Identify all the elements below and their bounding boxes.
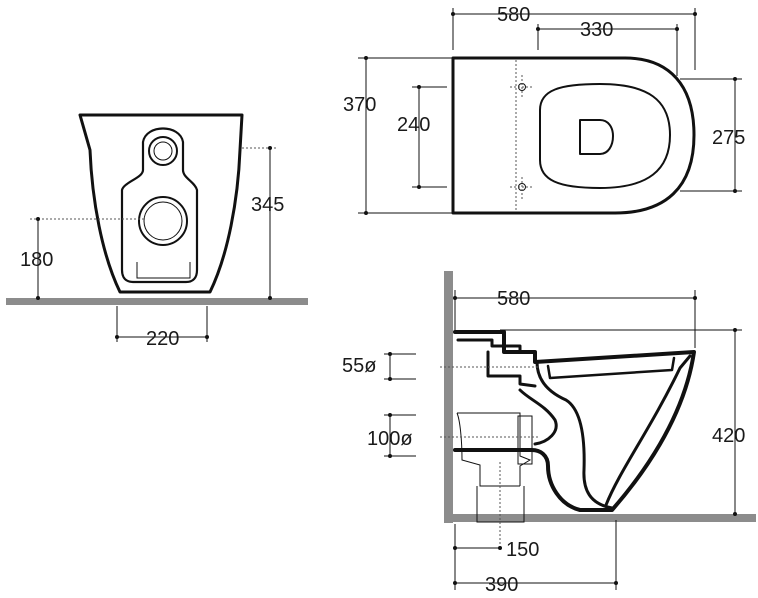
- top-fixing-holes: [510, 75, 534, 199]
- side-floor: [444, 514, 756, 522]
- top-fixing-spacing-label: 240: [397, 114, 430, 136]
- side-bowl-outline: [453, 330, 696, 512]
- side-view: 580 55ø 100ø 420 150 390: [342, 271, 756, 596]
- top-length-label: 580: [497, 4, 530, 26]
- front-floor: [6, 298, 308, 305]
- front-base-width-label: 220: [146, 328, 179, 350]
- side-length-label: 580: [497, 288, 530, 310]
- side-inlet-label: 55ø: [342, 355, 376, 377]
- side-wall: [444, 271, 453, 523]
- side-bowl-inner: [535, 354, 692, 510]
- top-outlet-shape: [579, 119, 614, 155]
- side-outlet-pipe: [456, 412, 532, 523]
- front-view: 345 180 220: [6, 113, 308, 350]
- side-outlet-axis-label: 150: [506, 539, 539, 561]
- top-bowl-outline: [451, 56, 696, 215]
- front-base-recess: [136, 262, 191, 279]
- side-trap: [518, 388, 558, 446]
- front-inlet-55: [148, 136, 178, 166]
- top-bowl-inner: [539, 83, 671, 189]
- front-outlet-height-label: 180: [20, 249, 53, 271]
- top-width-label: 370: [343, 94, 376, 116]
- front-bowl-outline: [78, 113, 244, 294]
- side-height-label: 420: [712, 425, 745, 447]
- front-outlet-100: [138, 196, 188, 246]
- top-view: 580 330 370 240 275: [343, 4, 745, 216]
- side-outlet-label: 100ø: [367, 428, 413, 450]
- side-footprint-label: 390: [485, 574, 518, 596]
- side-inlet: [456, 338, 537, 388]
- side-bowl-rim: [546, 356, 676, 380]
- top-seat-width-label: 275: [712, 127, 745, 149]
- top-fixing-distance-label: 330: [580, 19, 613, 41]
- side-outlet-collar: [517, 415, 533, 465]
- front-height-label: 345: [251, 194, 284, 216]
- front-rear-opening: [120, 127, 199, 284]
